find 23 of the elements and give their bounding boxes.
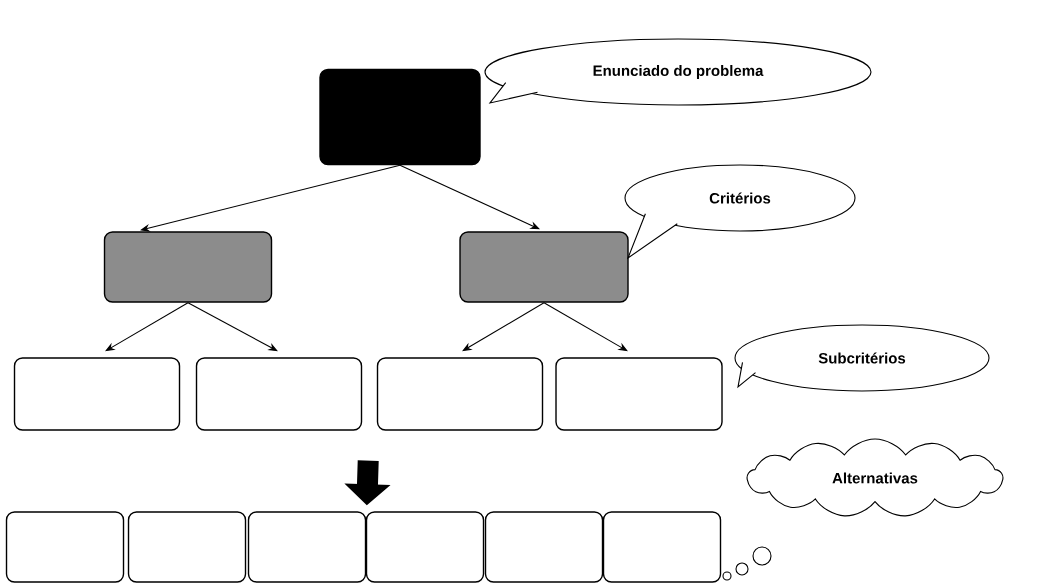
process-box [5,511,125,583]
process-box [127,511,247,583]
arrow [462,302,545,352]
speech-bubble: Subcritérios [734,324,990,392]
process-box [555,357,723,431]
process-box [484,511,604,583]
speech-bubble: Critérios [624,164,856,260]
arrow [140,164,401,232]
process-box [365,511,485,583]
process-box [376,357,544,431]
arrow [105,302,189,352]
process-box [13,357,181,431]
process-box [103,231,273,303]
speech-bubble: Enunciado do problema [484,38,872,106]
process-box [602,511,722,583]
process-box [195,357,363,431]
thought-cloud: Alternativas [722,438,1004,581]
arrow [187,302,278,352]
process-box [247,511,367,583]
process-box [319,68,481,166]
process-box [459,231,629,303]
arrow [399,164,540,230]
arrow [543,302,628,352]
